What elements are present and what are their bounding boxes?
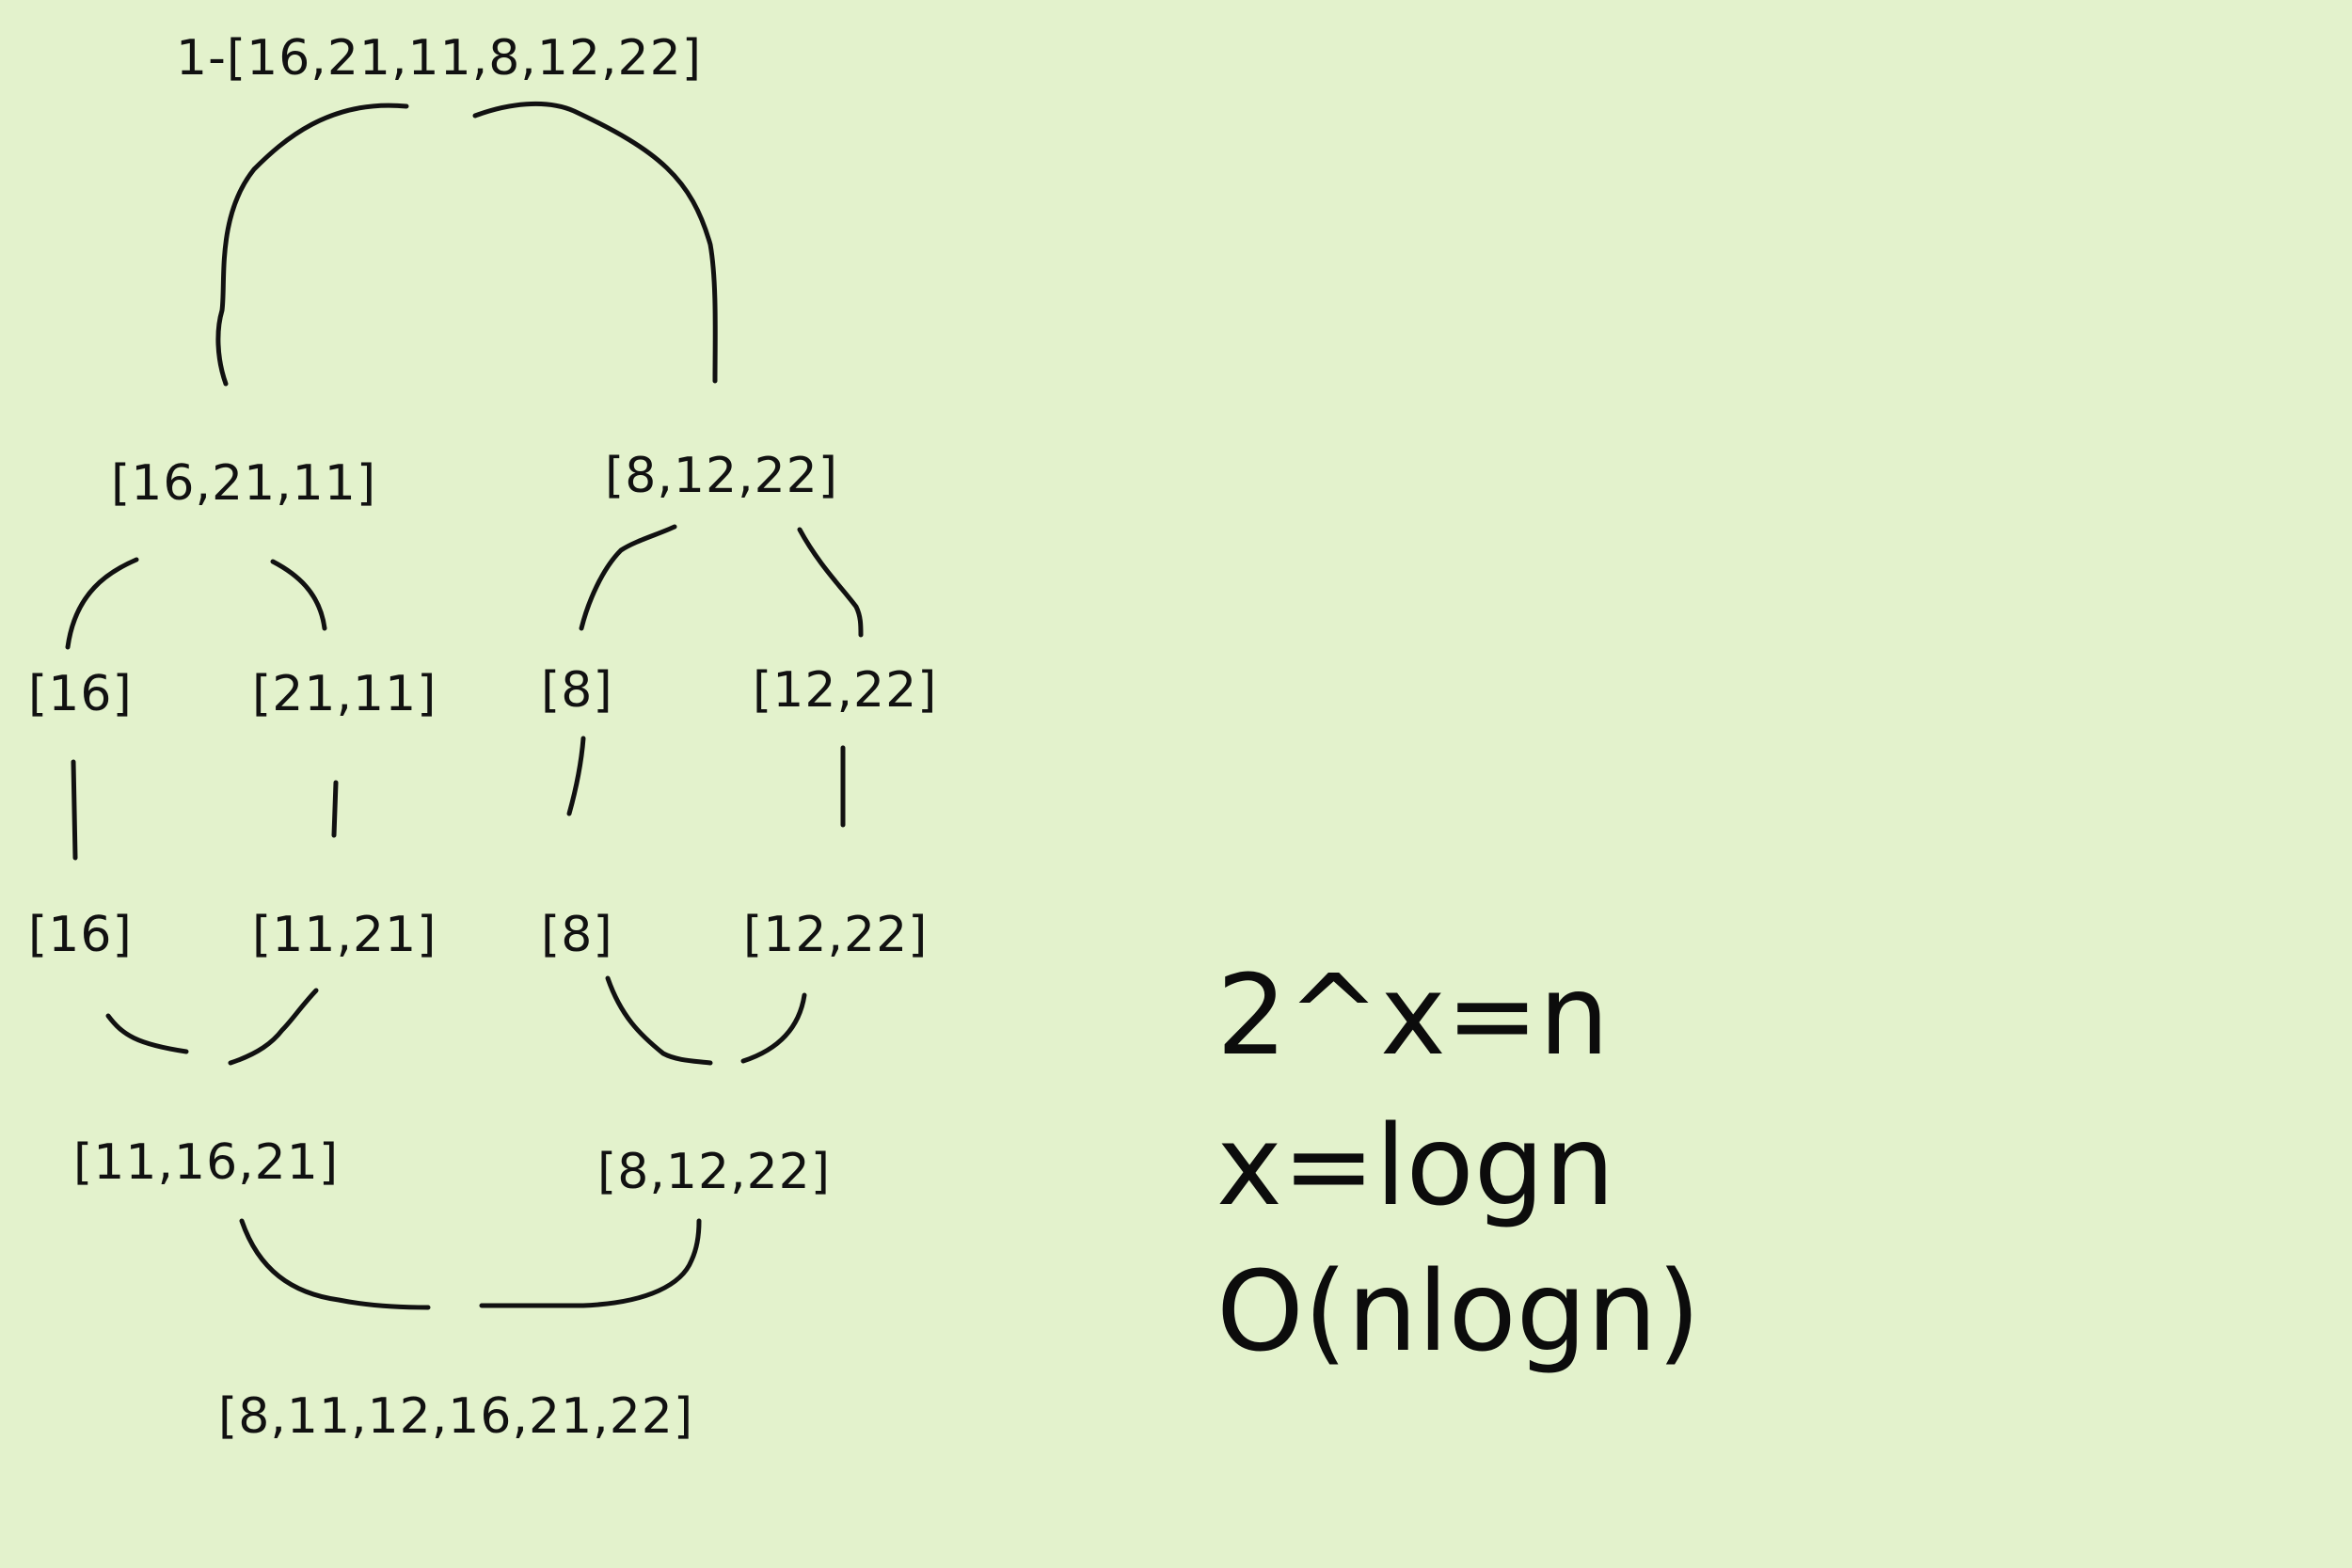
- connector-leaf-b: [331, 780, 339, 838]
- merged-array-right: [8,12,22]: [597, 1144, 832, 1200]
- merged-array-left: [11,16,21]: [73, 1134, 340, 1191]
- connector-final-right: [479, 1218, 702, 1308]
- connector-l1-left-a: [65, 557, 139, 650]
- connector-final-left: [239, 1218, 431, 1310]
- connector-merge-d: [740, 992, 807, 1064]
- formula-complexity: O(nlogn): [1216, 1246, 1701, 1376]
- connector-l1-right-d: [797, 527, 864, 638]
- sorted-array-a: [16]: [28, 907, 133, 963]
- connector-leaf-c: [566, 736, 586, 816]
- level1-left-array: [16,21,11]: [111, 455, 377, 512]
- connector-root-left: [215, 103, 409, 387]
- connector-merge-c: [605, 975, 713, 1066]
- level1-right-array: [8,12,22]: [605, 448, 839, 504]
- result-array: [8,11,12,16,21,22]: [218, 1388, 694, 1445]
- split-array-d: [12,22]: [753, 662, 938, 719]
- connector-root-right: [472, 101, 718, 384]
- connector-merge-a: [105, 1013, 189, 1054]
- split-array-b: [21,11]: [252, 666, 437, 722]
- formula-log: x=logn: [1216, 1101, 1615, 1230]
- connector-l1-right-c: [579, 524, 677, 631]
- connector-leaf-a: [71, 759, 78, 861]
- sorted-array-c: [8]: [541, 907, 613, 963]
- connector-merge-b: [228, 988, 319, 1066]
- sorted-array-b: [11,21]: [252, 907, 437, 963]
- connector-l1-left-b: [270, 559, 327, 631]
- root-array: 1-[16,21,11,8,12,22]: [176, 30, 702, 87]
- sorted-array-d: [12,22]: [743, 907, 929, 963]
- formula-power: 2^x=n: [1216, 950, 1610, 1080]
- split-array-a: [16]: [28, 666, 133, 722]
- split-array-c: [8]: [541, 662, 613, 719]
